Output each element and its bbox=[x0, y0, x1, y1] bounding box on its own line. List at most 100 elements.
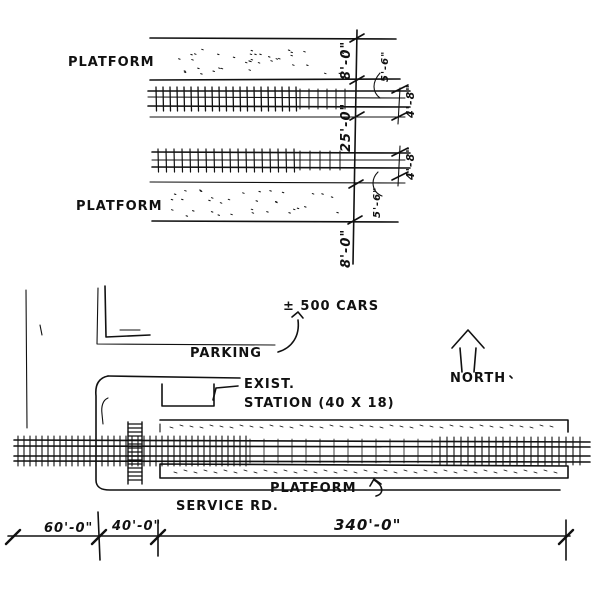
sketch-stroke bbox=[259, 426, 264, 429]
road-mark bbox=[39, 324, 43, 336]
sketch-stroke bbox=[283, 469, 288, 472]
dim-platform-top: 8'-0" bbox=[339, 41, 354, 80]
sketch-stroke bbox=[210, 197, 214, 199]
sketch-stroke bbox=[290, 54, 293, 57]
platform-top-edge-inner bbox=[149, 78, 401, 81]
sketch-stroke bbox=[383, 469, 388, 472]
sketch-stroke bbox=[463, 469, 468, 472]
cars-arrowhead bbox=[291, 311, 304, 319]
sketch-stroke bbox=[353, 471, 358, 474]
sketch-stroke bbox=[289, 426, 294, 429]
sketch-stroke bbox=[343, 469, 348, 472]
sketch-stroke bbox=[299, 424, 304, 427]
drive-top bbox=[107, 375, 241, 379]
sketch-stroke bbox=[242, 192, 245, 194]
sketch-stroke bbox=[237, 148, 240, 173]
sketch-stroke bbox=[179, 424, 184, 427]
sketch-stroke bbox=[233, 471, 238, 474]
existing-station bbox=[161, 383, 215, 407]
north-label: NORTH bbox=[450, 371, 506, 386]
dim-station-width: 40'-0" bbox=[111, 519, 161, 534]
sketch-stroke bbox=[269, 148, 272, 173]
sketch-stroke bbox=[423, 469, 428, 472]
sketch-stroke bbox=[389, 424, 394, 427]
sketch-stroke bbox=[336, 211, 339, 214]
sketch-stroke bbox=[341, 55, 344, 58]
station-label-line2: STATION (40 X 18) bbox=[244, 396, 395, 411]
cars-arrow bbox=[277, 319, 300, 353]
sketch-stroke bbox=[513, 471, 518, 474]
parking-lot-outline bbox=[96, 287, 276, 346]
sketch-stroke bbox=[329, 424, 334, 427]
sketch-stroke bbox=[369, 425, 374, 428]
site-plan: PARKING ± 500 CARS NORTH EXIST. STATION … bbox=[4, 285, 591, 561]
sketch-stroke bbox=[251, 212, 255, 214]
sketch-stroke bbox=[217, 53, 220, 56]
leader-arrow bbox=[373, 72, 381, 99]
sketch-stroke bbox=[269, 190, 272, 192]
sketch-stroke bbox=[287, 49, 291, 51]
cars-label: ± 500 CARS bbox=[283, 299, 379, 314]
sketch-stroke bbox=[250, 49, 254, 52]
sketch-stroke bbox=[190, 86, 193, 112]
sketch-stroke bbox=[250, 58, 254, 61]
platform-bottom-edge bbox=[151, 220, 399, 223]
sketch-stroke bbox=[201, 48, 204, 51]
sketch-stroke bbox=[213, 148, 216, 173]
sketch-stroke bbox=[253, 148, 256, 173]
sketch-stroke bbox=[173, 193, 177, 196]
sketch-stroke bbox=[197, 67, 200, 70]
track-rail bbox=[13, 439, 591, 443]
sketch-stroke bbox=[258, 190, 261, 193]
sketch-stroke bbox=[303, 50, 306, 53]
sketch-stroke bbox=[183, 71, 187, 74]
sketch-stroke bbox=[533, 471, 538, 474]
sketch-stroke bbox=[549, 425, 554, 428]
sketch-stroke bbox=[473, 471, 478, 474]
sketch-stroke bbox=[199, 189, 202, 192]
sketch-stroke bbox=[221, 148, 224, 173]
sketch-stroke bbox=[278, 57, 281, 60]
sketch-stroke bbox=[267, 56, 271, 58]
dimension-ticks bbox=[347, 33, 409, 225]
track-ties-top bbox=[155, 86, 346, 112]
sketch-stroke bbox=[219, 202, 223, 204]
sketch-stroke bbox=[248, 69, 251, 71]
sketch-stroke bbox=[379, 426, 384, 429]
sketch-stroke bbox=[323, 469, 328, 472]
sketch-stroke bbox=[269, 424, 274, 427]
sketch-stroke bbox=[539, 424, 544, 427]
parking-lot-edge bbox=[104, 285, 151, 338]
sketch-stroke bbox=[373, 471, 378, 474]
sketch-stroke bbox=[173, 148, 176, 173]
sketch-stroke bbox=[409, 426, 414, 429]
sketch-stroke bbox=[225, 86, 228, 112]
sketch-stroke bbox=[254, 53, 257, 56]
sketch-stroke bbox=[178, 58, 181, 60]
sketch-stroke bbox=[212, 70, 215, 72]
sketch-stroke bbox=[503, 469, 508, 472]
sketch-stroke bbox=[171, 209, 174, 211]
sketch-stroke bbox=[274, 86, 277, 112]
sketch-stroke bbox=[273, 471, 278, 474]
track-bottom-edge bbox=[149, 181, 406, 184]
sketch-stroke bbox=[523, 469, 528, 472]
sketch-stroke bbox=[479, 424, 484, 427]
plan-dimension-ticks bbox=[4, 528, 575, 546]
track-dimension-line bbox=[397, 87, 401, 125]
sketch-stroke bbox=[319, 426, 324, 429]
sketch-stroke bbox=[293, 471, 298, 474]
sketch-stroke bbox=[183, 86, 186, 112]
sketch-stroke bbox=[197, 148, 200, 173]
sketch-stroke bbox=[288, 86, 291, 112]
track-rail bbox=[13, 445, 591, 448]
leader-arrow bbox=[372, 171, 383, 197]
drive-outline bbox=[95, 375, 561, 491]
sketch-stroke bbox=[173, 471, 178, 474]
sketch-stroke bbox=[313, 471, 318, 474]
sketch-stroke bbox=[321, 193, 324, 195]
sketch-stroke bbox=[253, 471, 258, 474]
sketch-stroke bbox=[309, 425, 314, 428]
track-bottom-rail bbox=[151, 166, 411, 169]
sketch-stroke bbox=[469, 426, 474, 429]
